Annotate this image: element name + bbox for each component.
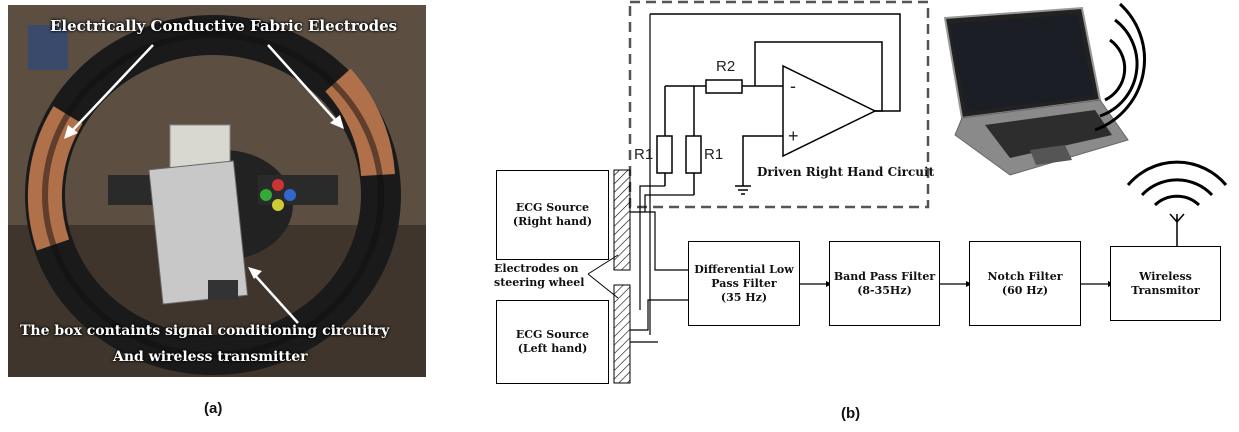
electrodes-label: Electrodes on steering wheel bbox=[494, 262, 584, 290]
differential-filter-box: Differential Low Pass Filter (35 Hz) bbox=[688, 241, 800, 326]
r2-resistor bbox=[706, 80, 742, 93]
right-electrode bbox=[614, 170, 630, 270]
op-amp-plus: + bbox=[788, 126, 799, 147]
wireless-transmitter-box: Wireless Transmitor bbox=[1110, 246, 1221, 321]
drl-circuit-label: Driven Right Hand Circuit bbox=[757, 165, 934, 179]
r1-left-resistor bbox=[657, 136, 672, 173]
r1-right-resistor bbox=[686, 136, 701, 173]
laptop-icon bbox=[945, 8, 1128, 175]
wireless-wave-icon bbox=[1155, 196, 1199, 205]
figure-label-b: (b) bbox=[841, 405, 860, 422]
notch-filter-box: Notch Filter (60 Hz) bbox=[969, 241, 1081, 326]
ecg-source-left-box: ECG Source (Left hand) bbox=[496, 300, 609, 384]
band-pass-filter-box: Band Pass Filter (8-35Hz) bbox=[829, 241, 940, 326]
r1-right-label: R1 bbox=[704, 146, 723, 163]
left-electrode bbox=[614, 285, 630, 383]
ecg-source-right-box: ECG Source (Right hand) bbox=[496, 170, 609, 260]
op-amp-minus: - bbox=[790, 76, 796, 97]
r1-left-label: R1 bbox=[634, 146, 653, 163]
laptop-wave-icon bbox=[1105, 40, 1125, 100]
r2-label: R2 bbox=[716, 58, 735, 75]
